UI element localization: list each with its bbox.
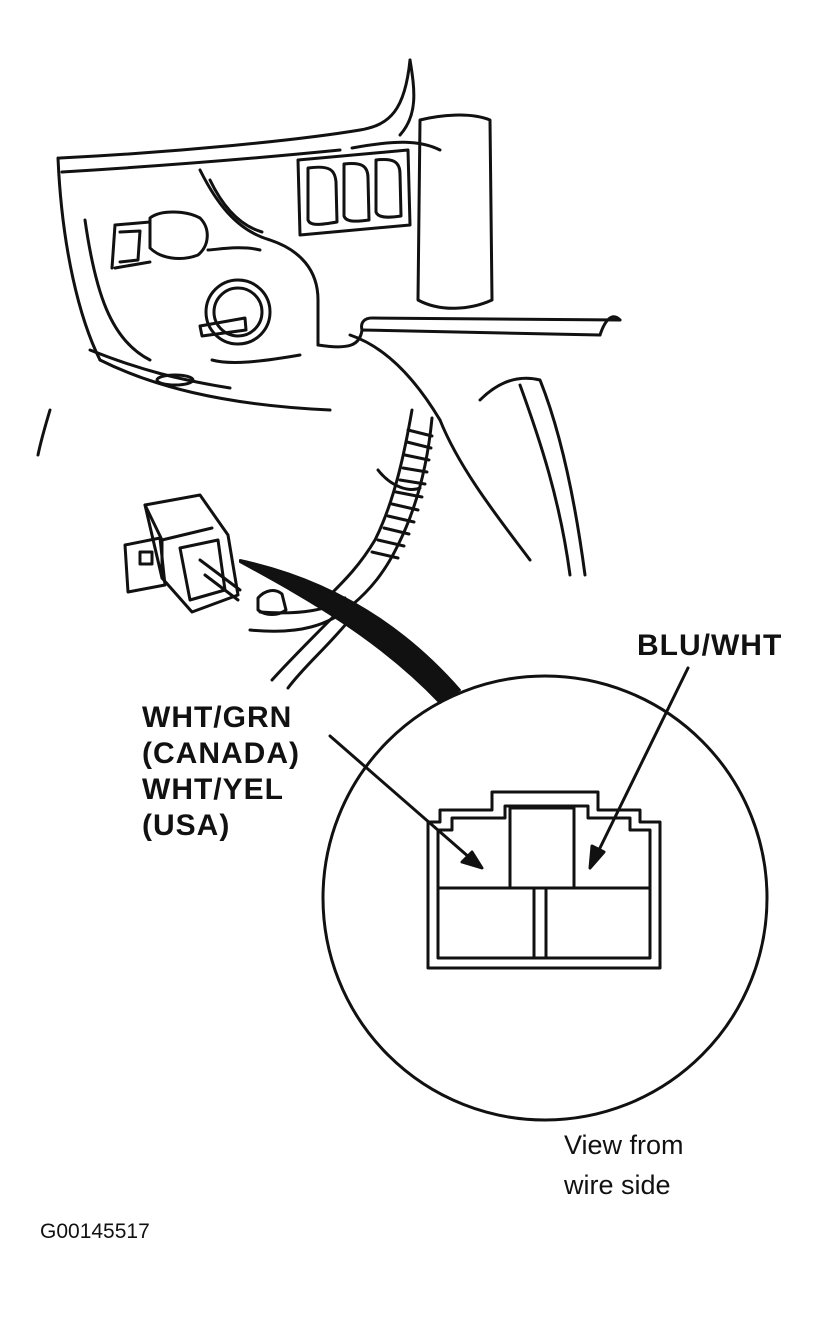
label-blu-wht: BLU/WHT [637,629,783,662]
figure-code: G00145517 [40,1220,150,1243]
view-note-line1: View from [564,1130,684,1160]
label-wht-grn: WHT/GRN [142,701,293,734]
leader-blu-wht [588,666,690,870]
label-wht-yel: WHT/YEL [142,773,284,806]
view-note-line2: wire side [564,1170,671,1200]
label-usa: (USA) [142,809,231,842]
zoom-circle [321,674,769,1122]
connector-body [123,493,242,614]
dashboard-panel [36,58,622,577]
leader-wht-grn [328,734,484,870]
label-canada: (CANADA) [142,737,300,770]
connector-face [426,790,662,970]
